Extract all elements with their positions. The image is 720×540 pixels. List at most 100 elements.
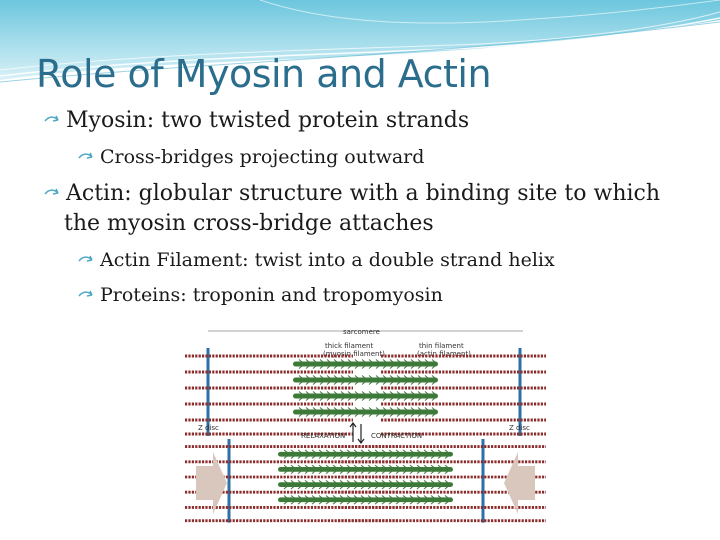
cross-bridge bbox=[417, 397, 422, 401]
cross-bridge bbox=[312, 359, 317, 363]
cross-bridge bbox=[395, 470, 400, 475]
cross-bridge bbox=[424, 397, 429, 401]
bullet-actin-continuation: the myosin cross-bridge attaches bbox=[64, 211, 434, 236]
cross-bridge bbox=[339, 479, 344, 484]
cross-bridge bbox=[416, 501, 421, 505]
cross-bridge bbox=[304, 455, 309, 459]
cross-bridge bbox=[374, 479, 379, 484]
cross-bridge bbox=[423, 464, 428, 468]
cross-bridge bbox=[333, 407, 338, 411]
cross-bridge bbox=[325, 486, 330, 490]
cross-bridge bbox=[388, 486, 393, 490]
cross-bridge bbox=[346, 486, 351, 490]
cross-bridge bbox=[298, 359, 303, 363]
cross-bridge bbox=[340, 407, 345, 411]
cross-bridge bbox=[402, 479, 407, 484]
z-disc-left bbox=[206, 348, 210, 436]
sarcomere-diagram: sarcomere thick filament (myosin filamen… bbox=[183, 326, 548, 524]
cross-bridge bbox=[395, 501, 400, 505]
cross-bridge bbox=[396, 365, 401, 369]
cross-bridge bbox=[283, 495, 288, 499]
cross-bridge bbox=[325, 449, 330, 453]
cross-bridge bbox=[360, 479, 365, 484]
cross-bridge bbox=[368, 407, 373, 411]
cross-bridge bbox=[339, 455, 344, 459]
cross-bridge bbox=[333, 375, 338, 379]
cross-bridge bbox=[340, 413, 345, 417]
myosin-filament bbox=[293, 393, 438, 399]
cross-bridge bbox=[403, 381, 408, 385]
cross-bridge bbox=[368, 397, 373, 401]
cross-bridge bbox=[396, 359, 401, 363]
sarcomere-label: sarcomere bbox=[343, 328, 380, 336]
cross-bridge bbox=[319, 375, 324, 379]
cross-bridge bbox=[381, 464, 386, 468]
cross-bridge bbox=[424, 359, 429, 363]
cross-bridge bbox=[395, 464, 400, 468]
cross-bridge bbox=[311, 486, 316, 490]
cross-bridge bbox=[382, 413, 387, 417]
cross-bridge bbox=[283, 479, 288, 484]
cross-bridge bbox=[402, 449, 407, 453]
cross-bridge bbox=[389, 375, 394, 379]
cross-bridge bbox=[444, 495, 449, 499]
cross-bridge bbox=[312, 391, 317, 395]
cross-bridge bbox=[332, 449, 337, 453]
cross-bridge bbox=[319, 391, 324, 395]
cross-bridge bbox=[305, 365, 310, 369]
cross-bridge bbox=[402, 495, 407, 499]
cross-bridge bbox=[382, 397, 387, 401]
cross-bridge bbox=[382, 391, 387, 395]
cross-bridge bbox=[409, 501, 414, 505]
myosin-filament bbox=[278, 467, 453, 472]
cross-bridge bbox=[361, 397, 366, 401]
cross-bridge bbox=[395, 455, 400, 459]
cross-bridge bbox=[388, 470, 393, 475]
cross-bridge bbox=[326, 375, 331, 379]
cross-bridge bbox=[409, 455, 414, 459]
cross-bridge bbox=[367, 495, 372, 499]
slide-title: Role of Myosin and Actin bbox=[36, 52, 492, 96]
cross-bridge bbox=[396, 381, 401, 385]
cross-bridge bbox=[389, 413, 394, 417]
cross-bridge bbox=[333, 365, 338, 369]
cross-bridge bbox=[410, 381, 415, 385]
cross-bridge bbox=[360, 464, 365, 468]
cross-bridge bbox=[437, 470, 442, 475]
cross-bridge bbox=[417, 359, 422, 363]
cross-bridge bbox=[311, 501, 316, 505]
cross-bridge bbox=[417, 391, 422, 395]
cross-bridge bbox=[388, 479, 393, 484]
cross-bridge bbox=[375, 365, 380, 369]
cross-bridge bbox=[374, 470, 379, 475]
cross-bridge bbox=[304, 501, 309, 505]
cross-bridge bbox=[388, 455, 393, 459]
cross-bridge bbox=[444, 464, 449, 468]
cross-bridge bbox=[354, 391, 359, 395]
cross-bridge bbox=[332, 455, 337, 459]
cross-bridge bbox=[437, 479, 442, 484]
cross-bridge bbox=[444, 479, 449, 484]
cross-bridge bbox=[346, 479, 351, 484]
cross-bridge bbox=[339, 470, 344, 475]
cross-bridge bbox=[424, 413, 429, 417]
cross-bridge bbox=[437, 464, 442, 468]
cross-bridge bbox=[318, 470, 323, 475]
cross-bridge bbox=[395, 479, 400, 484]
cross-bridge bbox=[346, 464, 351, 468]
cross-bridge bbox=[340, 365, 345, 369]
cross-bridge bbox=[346, 455, 351, 459]
myosin-filament bbox=[278, 451, 453, 457]
cross-bridge bbox=[361, 375, 366, 379]
cross-bridge bbox=[403, 413, 408, 417]
cross-bridge bbox=[298, 397, 303, 401]
cross-bridge bbox=[326, 413, 331, 417]
cross-bridge bbox=[283, 501, 288, 505]
cross-bridge bbox=[423, 470, 428, 475]
cross-bridge bbox=[354, 397, 359, 401]
z-disc-right-label: Z disc bbox=[509, 424, 530, 432]
bullet-arrow-icon bbox=[44, 181, 66, 206]
cross-bridge bbox=[312, 375, 317, 379]
cross-bridge bbox=[396, 397, 401, 401]
header-decoration bbox=[0, 0, 720, 83]
